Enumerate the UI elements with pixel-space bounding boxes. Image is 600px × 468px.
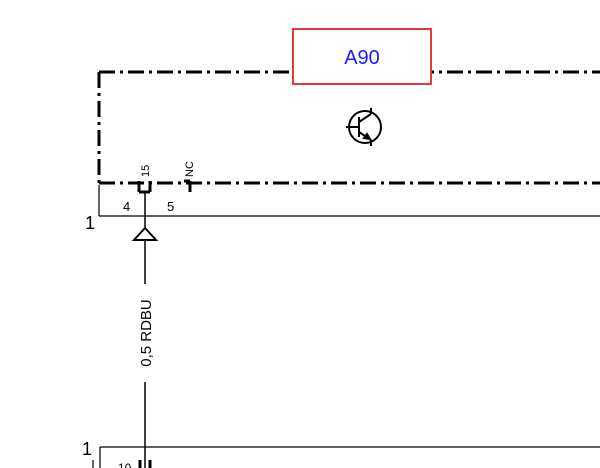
component-boundary	[97, 70, 600, 185]
component-id-highlight	[292, 28, 432, 85]
row-marker-partial: 10	[118, 461, 132, 468]
pin-terminal-15: 15	[140, 165, 152, 177]
wire-label: 0,5 RDBU	[138, 299, 155, 367]
top-harness-line	[98, 185, 600, 217]
pin-number-4: 4	[123, 199, 130, 214]
pin-number-5: 5	[167, 199, 174, 214]
connector-arrow-icon	[131, 226, 159, 241]
pin-terminal-nc: NC	[184, 161, 196, 177]
row-marker-bottom: 1	[82, 439, 92, 459]
row-marker-top: 1	[85, 213, 95, 233]
bottom-connector-pin	[138, 460, 152, 468]
connector-pins	[137, 179, 192, 194]
component-id-label: A90	[344, 47, 380, 69]
transistor-icon	[346, 108, 382, 146]
bottom-harness-line	[92, 446, 600, 468]
